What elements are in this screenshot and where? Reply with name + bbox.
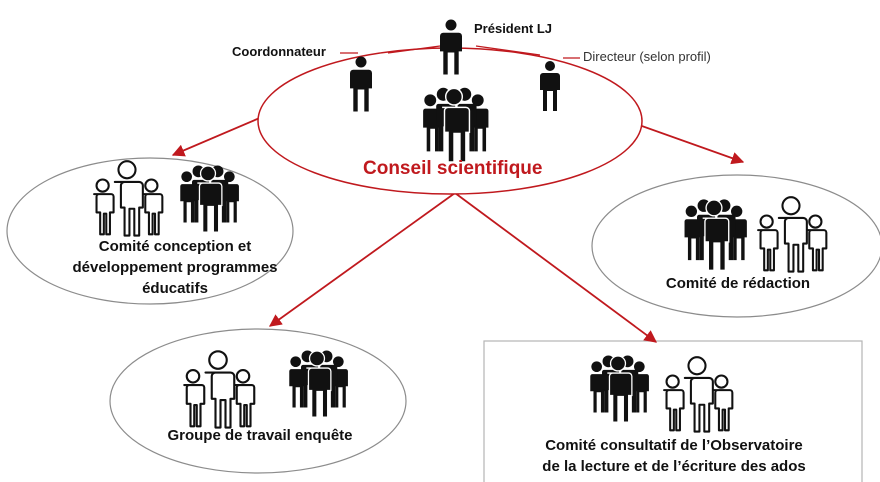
- observatory-committee-label: Comité consultatif de l’Observatoire de …: [494, 435, 854, 477]
- conception-committee-label: Comité conception et développement progr…: [50, 236, 300, 299]
- arrow-to-redaction: [624, 119, 745, 165]
- survey-group-label: Groupe de travail enquête: [167, 427, 353, 444]
- arrow-to-observatory: [454, 192, 658, 343]
- coordinator-president-connector: [387, 45, 441, 54]
- coordinator-label: Coordonnateur: [232, 44, 326, 59]
- arrow-to-conception: [171, 116, 263, 157]
- arrow-to-survey: [268, 192, 456, 327]
- observatory-line-2: de la lecture et de l’écriture des ados: [542, 458, 806, 475]
- council-title: Conseil scientifique: [363, 158, 543, 179]
- conception-line-3: éducatifs: [142, 280, 208, 297]
- redaction-committee-label: Comité de rédaction: [665, 275, 811, 292]
- conception-line-2: développement programmes: [72, 259, 278, 276]
- survey-ellipse[interactable]: [109, 328, 407, 474]
- president-label: Président LJ: [474, 21, 553, 36]
- president-director-connector: [475, 45, 541, 56]
- director-label: Directeur (selon profil): [583, 49, 711, 64]
- conception-line-1: Comité conception et: [98, 238, 252, 255]
- observatory-line-1: Comité consultatif de l’Observatoire: [545, 437, 803, 454]
